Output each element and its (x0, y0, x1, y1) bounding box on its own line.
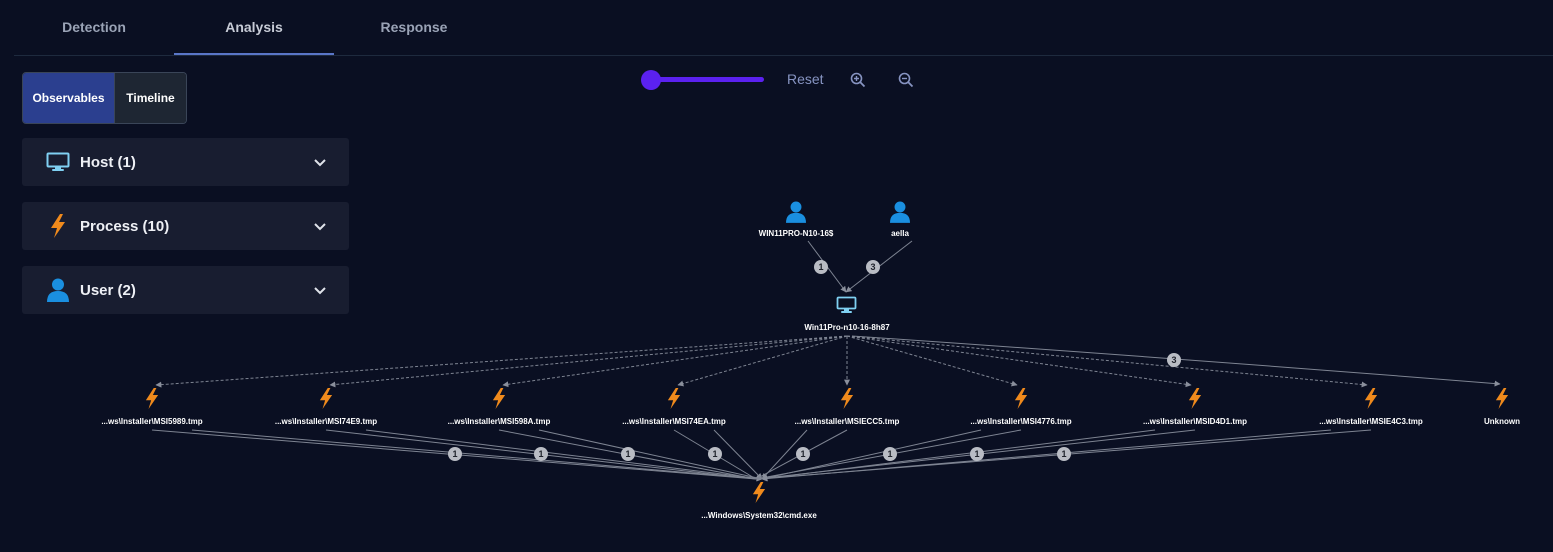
user-node-icon[interactable] (786, 201, 806, 223)
target-node-label: ...Windows\System32\cmd.exe (701, 511, 817, 520)
process-node-label: ...ws\Installer\MSI74E9.tmp (275, 417, 377, 426)
edge-count-badge: 1 (534, 447, 548, 461)
host-panel[interactable]: Host (1) (22, 138, 349, 186)
host-node-label: Win11Pro-n10-16-8h87 (804, 323, 890, 332)
tab-detection[interactable]: Detection (62, 19, 126, 35)
bolt-icon[interactable] (840, 388, 854, 409)
edge-count-badge: 1 (796, 447, 810, 461)
timeline-button[interactable]: Timeline (114, 73, 186, 123)
bolt-icon[interactable] (1495, 388, 1509, 409)
edge-count-badge: 1 (621, 447, 635, 461)
observables-button[interactable]: Observables (23, 73, 114, 123)
user-node-icon[interactable] (890, 201, 910, 223)
process-target-edge (365, 429, 763, 482)
edge-count-badge: 3 (1167, 353, 1181, 367)
host-process-edge (502, 335, 848, 388)
process-node-label: Unknown (1484, 417, 1520, 426)
host-process-edge (329, 335, 848, 388)
user-panel[interactable]: User (2) (22, 266, 349, 314)
process-target-edge (761, 429, 808, 480)
process-node-label: ...ws\Installer\MSI5989.tmp (101, 417, 202, 426)
svg-text:3: 3 (1171, 355, 1176, 365)
tab-analysis[interactable]: Analysis (174, 0, 334, 55)
edge-count-badge: 1 (814, 260, 828, 274)
zoom-out-icon[interactable] (898, 72, 914, 88)
process-target-edge (713, 429, 763, 480)
svg-text:1: 1 (538, 449, 543, 459)
user-node-label: WIN11PRO-N10-16$ (759, 229, 834, 238)
bolt-icon[interactable] (1364, 388, 1378, 409)
process-target-edge (761, 429, 1156, 482)
bolt-icon[interactable] (145, 388, 159, 409)
bolt-icon[interactable] (319, 388, 333, 409)
process-node-label: ...ws\Installer\MSI598A.tmp (448, 417, 551, 426)
tab-bar: Detection Analysis Response (14, 0, 1553, 56)
zoom-slider[interactable] (640, 68, 764, 92)
host-process-edge (677, 335, 848, 387)
process-target-edge (538, 429, 763, 481)
reset-button[interactable]: Reset (787, 71, 824, 87)
bolt-icon[interactable] (492, 388, 506, 409)
edge-count-badge: 1 (708, 447, 722, 461)
bolt-icon[interactable] (1188, 388, 1202, 409)
process-node-label: ...ws\Installer\MSIE4C3.tmp (1319, 417, 1423, 426)
process-panel[interactable]: Process (10) (22, 202, 349, 250)
process-node-label: ...ws\Installer\MSIECC5.tmp (795, 417, 900, 426)
edge-count-badge: 3 (866, 260, 880, 274)
process-panel-label: Process (10) (80, 217, 170, 235)
svg-text:1: 1 (974, 449, 979, 459)
svg-text:1: 1 (1061, 449, 1066, 459)
user-icon (45, 277, 71, 303)
view-toggle: Observables Timeline (22, 72, 187, 124)
svg-text:1: 1 (452, 449, 457, 459)
process-node-label: ...ws\Installer\MSI4776.tmp (970, 417, 1071, 426)
host-process-edge (155, 335, 848, 388)
edge-count-badge: 1 (448, 447, 462, 461)
bolt-icon[interactable] (667, 388, 681, 409)
chevron-down-icon[interactable] (313, 219, 327, 233)
monitor-icon[interactable] (836, 296, 857, 314)
zoom-controls: Reset (640, 68, 940, 92)
chevron-down-icon[interactable] (313, 155, 327, 169)
user-node-label: aella (891, 229, 909, 238)
svg-text:1: 1 (887, 449, 892, 459)
edge-count-badge: 1 (1057, 447, 1071, 461)
process-target-edge (191, 429, 763, 482)
edge-count-badge: 1 (883, 447, 897, 461)
chevron-down-icon[interactable] (313, 283, 327, 297)
host-process-edge (846, 335, 1368, 388)
process-node-label: ...ws\Installer\MSID4D1.tmp (1143, 417, 1247, 426)
bolt-icon[interactable] (752, 482, 766, 503)
process-target-edge (761, 429, 982, 481)
bolt-icon (45, 213, 71, 239)
tab-response[interactable]: Response (380, 19, 448, 35)
svg-text:1: 1 (818, 262, 823, 272)
svg-text:1: 1 (625, 449, 630, 459)
bolt-icon[interactable] (1014, 388, 1028, 409)
host-panel-label: Host (1) (80, 153, 136, 171)
zoom-slider-track (650, 77, 764, 82)
zoom-slider-thumb[interactable] (641, 70, 661, 90)
monitor-icon (45, 149, 71, 175)
svg-text:3: 3 (870, 262, 875, 272)
user-panel-label: User (2) (80, 281, 136, 299)
process-node-label: ...ws\Installer\MSI74EA.tmp (622, 417, 726, 426)
svg-text:1: 1 (712, 449, 717, 459)
edge-count-badge: 1 (970, 447, 984, 461)
zoom-in-icon[interactable] (850, 72, 866, 88)
svg-text:1: 1 (800, 449, 805, 459)
host-process-edge (846, 335, 1192, 388)
process-target-edge (761, 429, 1332, 482)
host-process-edge (846, 335, 1018, 387)
